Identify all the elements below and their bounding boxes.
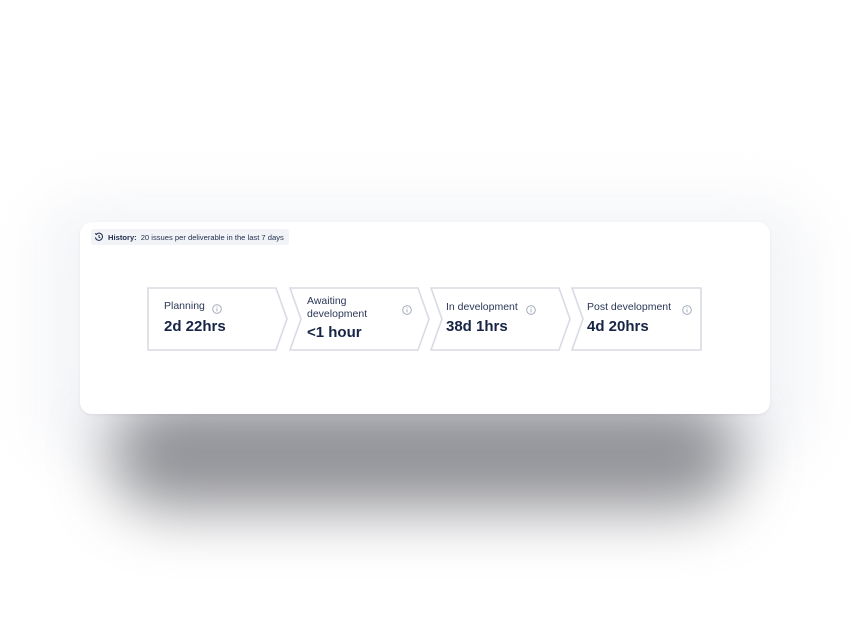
stage-pipeline: Planning 2d 22hrs Awaiting development <…	[147, 287, 703, 351]
stage-post-development[interactable]: Post development 4d 20hrs	[570, 287, 703, 351]
card-shadow	[110, 400, 740, 510]
stage-value: 38d 1hrs	[446, 318, 508, 335]
stage-in-development-shape	[429, 287, 571, 351]
history-label: History:	[108, 232, 137, 242]
info-icon[interactable]	[682, 302, 692, 315]
stage-value: 4d 20hrs	[587, 318, 649, 335]
stage-title: Planning	[164, 300, 205, 312]
stage-title-line1: Awaiting	[307, 295, 347, 307]
history-icon	[94, 232, 104, 242]
stage-planning-shape	[147, 287, 288, 351]
stage-title-line2: development	[307, 308, 368, 320]
info-icon[interactable]	[212, 301, 222, 314]
stage-title: In development	[446, 301, 518, 313]
stage-value: 2d 22hrs	[164, 318, 226, 335]
stage-in-development[interactable]: In development 38d 1hrs	[429, 287, 572, 351]
history-text: 20 issues per deliverable in the last 7 …	[140, 232, 284, 242]
stage-awaiting-shape	[288, 287, 430, 351]
cycle-time-card: History: 20 issues per deliverable in th…	[80, 222, 770, 414]
info-icon[interactable]	[402, 302, 412, 315]
history-badge[interactable]: History: 20 issues per deliverable in th…	[91, 229, 289, 245]
stage-planning[interactable]: Planning 2d 22hrs	[147, 287, 289, 351]
stage-post-development-shape	[570, 287, 702, 351]
stage-awaiting-development[interactable]: Awaiting development <1 hour	[288, 287, 431, 351]
stage-value: <1 hour	[307, 324, 362, 341]
stage-title: Post development	[587, 301, 672, 313]
info-icon[interactable]	[526, 302, 536, 315]
